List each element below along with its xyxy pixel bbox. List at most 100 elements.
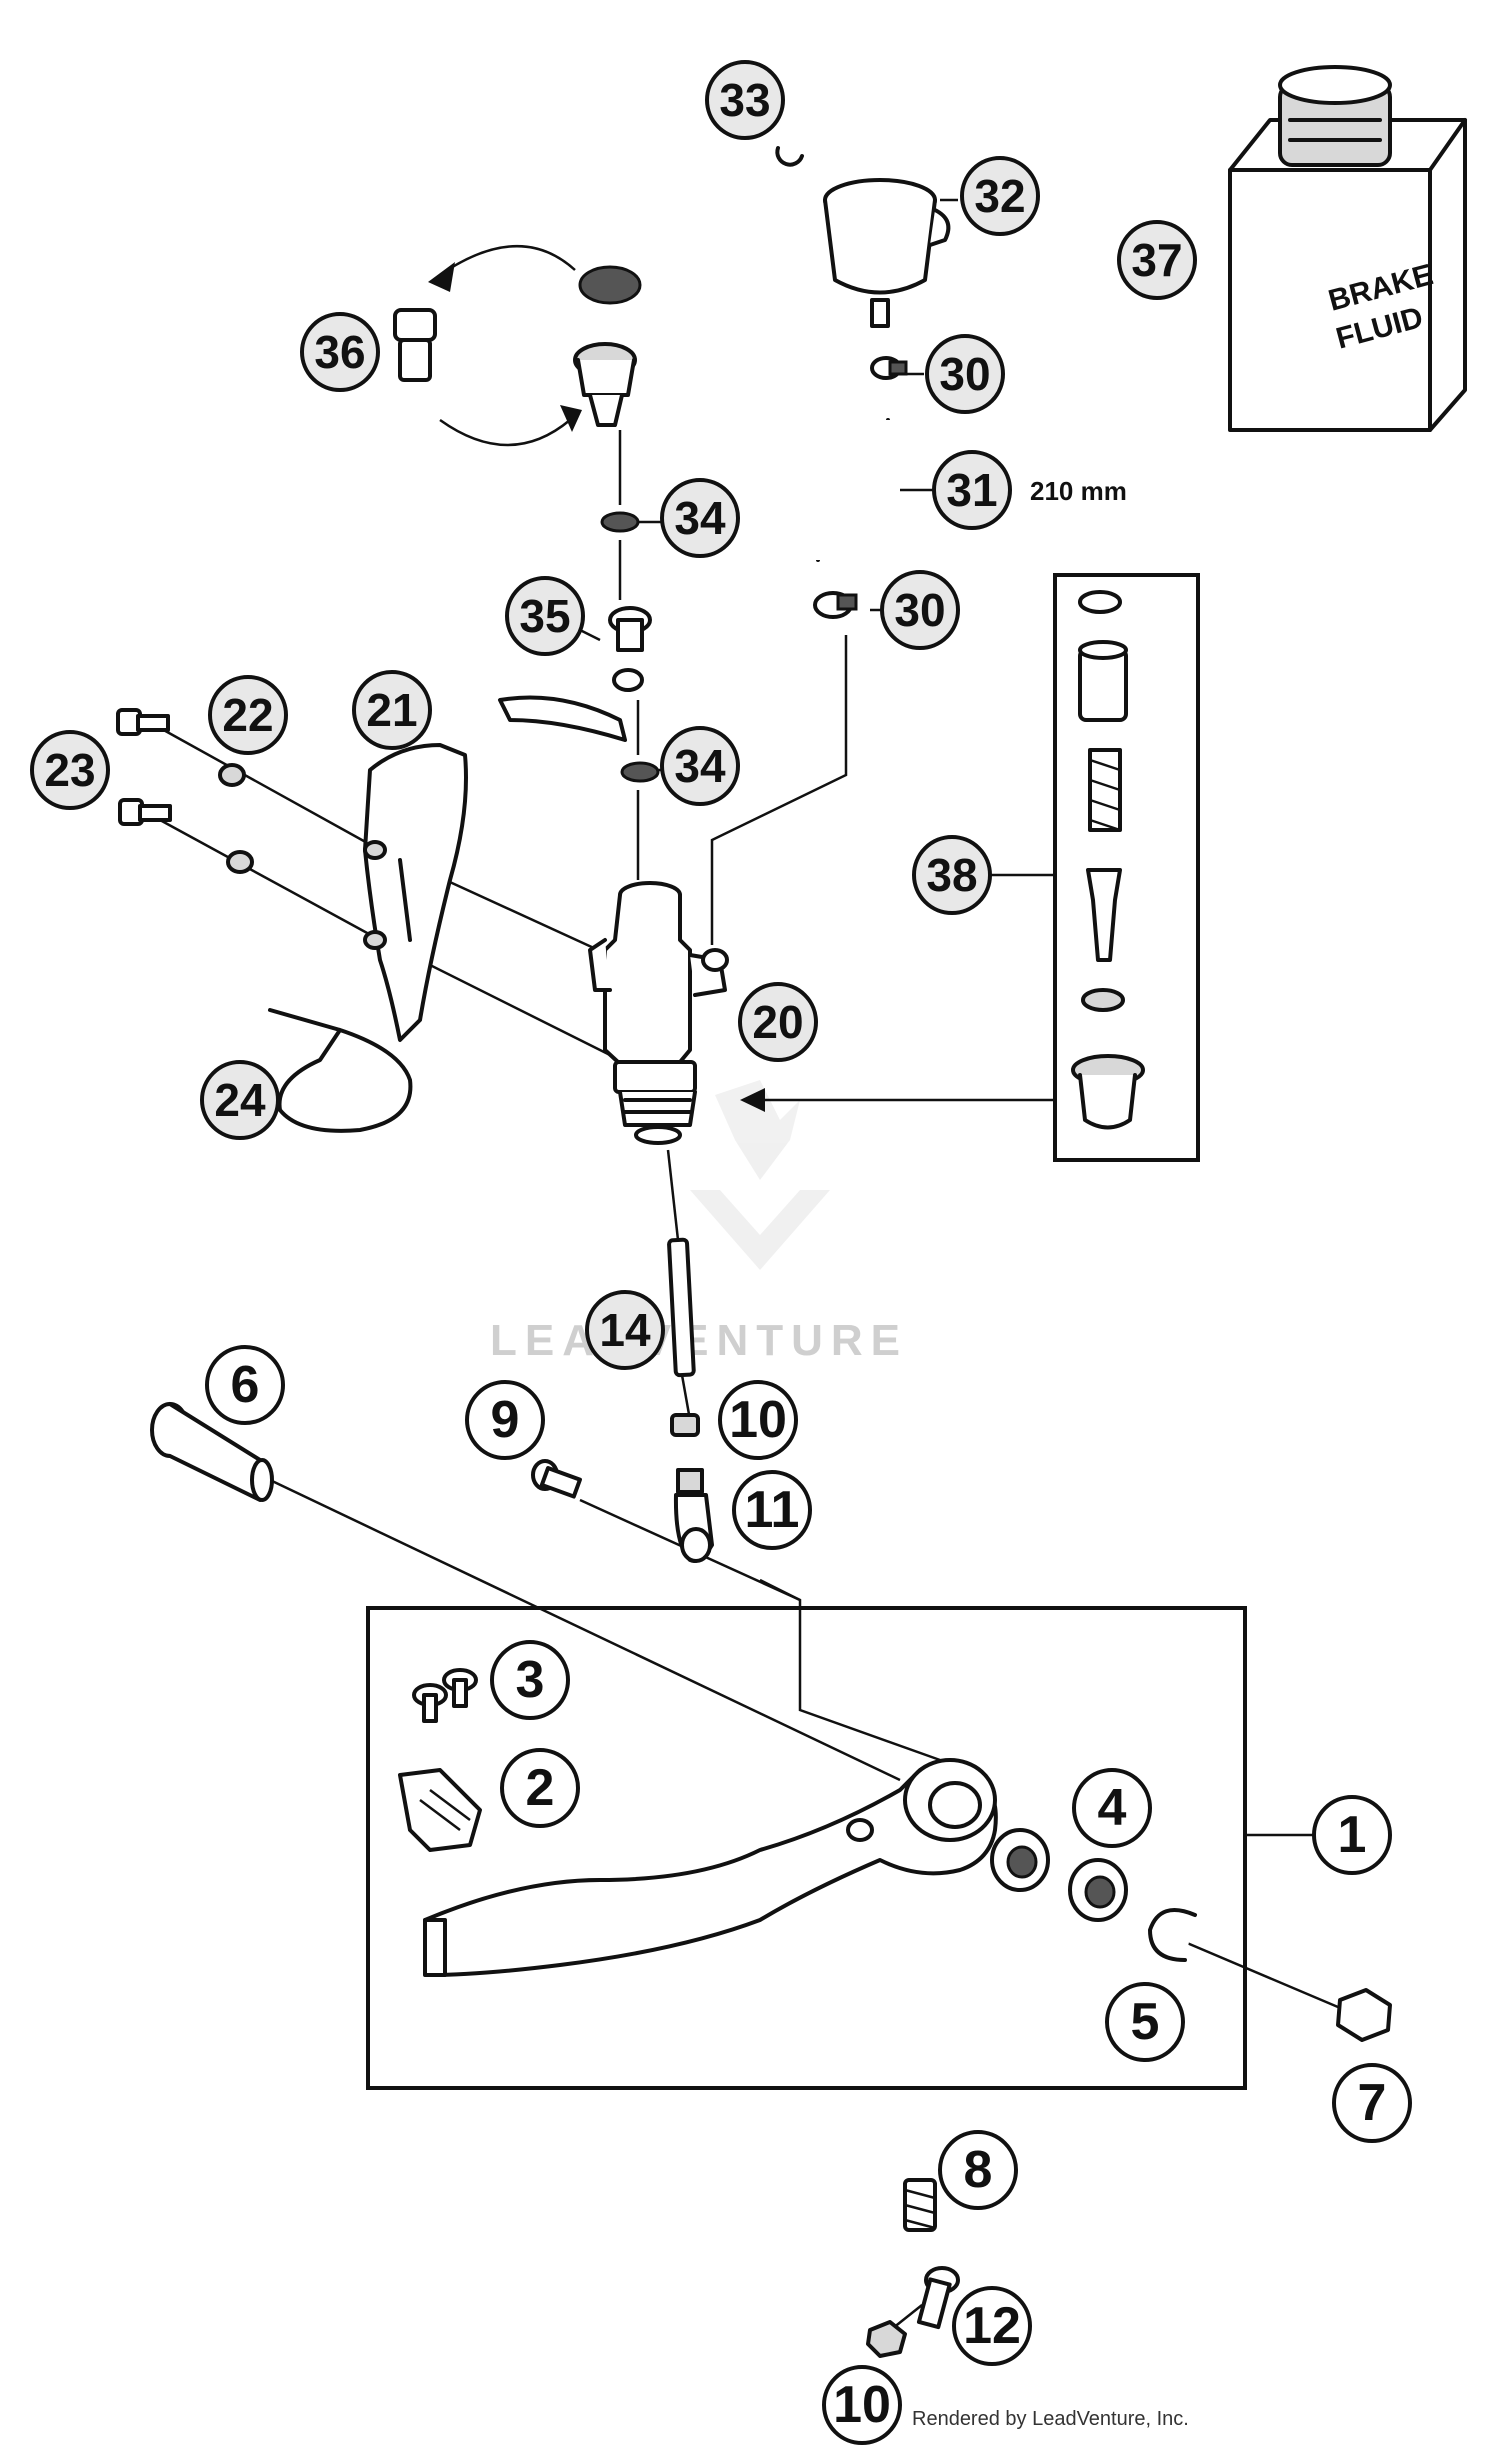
bolt-23-bottom: [118, 798, 172, 826]
svg-text:12: 12: [963, 2297, 1021, 2355]
svg-text:37: 37: [1131, 234, 1182, 286]
svg-text:8: 8: [964, 2141, 993, 2199]
callout-8: 8: [938, 2130, 1018, 2210]
callout-12: 12: [952, 2286, 1032, 2366]
bolt-12: [916, 2266, 960, 2330]
seal-34-top: [600, 511, 640, 533]
reservoir-cap: [573, 265, 642, 427]
svg-text:1: 1: [1338, 1806, 1367, 1864]
svg-text:9: 9: [491, 1391, 520, 1449]
bolt-23-top: [116, 708, 170, 736]
svg-text:23: 23: [44, 744, 95, 796]
svg-text:22: 22: [222, 689, 273, 741]
bolt-9: [531, 1459, 582, 1499]
bearing-4a: [990, 1828, 1050, 1892]
svg-text:6: 6: [231, 1356, 260, 1414]
washer-22-top: [218, 763, 246, 787]
cable-tie-24: [268, 1008, 413, 1133]
master-cylinder-20: [588, 881, 729, 1145]
svg-text:34: 34: [674, 740, 726, 792]
clevis-11: [673, 1468, 714, 1563]
callout-6: 6: [205, 1345, 285, 1425]
callout-22: 22: [208, 675, 288, 755]
watermark-text: LEADVENTURE: [490, 1316, 908, 1365]
svg-text:32: 32: [974, 170, 1025, 222]
nut-10-lower: [866, 2320, 907, 2358]
svg-text:14: 14: [599, 1304, 651, 1356]
seal-34-lower: [620, 761, 660, 783]
svg-text:33: 33: [719, 74, 770, 126]
hose-clamp-30-lower: [813, 591, 858, 619]
arrow-head: [740, 1088, 765, 1112]
svg-text:3: 3: [516, 1651, 545, 1709]
screws-3: [412, 1668, 478, 1723]
repair-kit-38: [1071, 590, 1145, 1130]
hose-clamp-30-top: [870, 356, 908, 380]
svg-text:7: 7: [1358, 2074, 1387, 2132]
hose-length-label: 210 mm: [1030, 476, 1127, 506]
svg-text:30: 30: [894, 584, 945, 636]
callout-24: 24: [200, 1060, 280, 1140]
pivot-bolt-6: [150, 1402, 274, 1502]
callout-32: 32: [960, 156, 1040, 236]
circlip-33: [775, 146, 804, 167]
callout-2: 2: [500, 1748, 580, 1828]
callout-35: 35: [505, 576, 585, 656]
svg-text:24: 24: [214, 1074, 266, 1126]
callout-20: 20: [738, 982, 818, 1062]
rotation-arrows: [428, 244, 582, 447]
svg-text:31: 31: [946, 464, 997, 516]
spring-8: [903, 2178, 937, 2232]
svg-text:30: 30: [939, 348, 990, 400]
callout-3: 3: [490, 1640, 570, 1720]
svg-text:34: 34: [674, 492, 726, 544]
callout-5: 5: [1105, 1982, 1185, 2062]
callout-36: 36: [300, 312, 380, 392]
callout-38: 38: [912, 835, 992, 915]
bearing-4b: [1068, 1858, 1128, 1922]
heel-guard-21: [363, 743, 468, 1042]
svg-text:21: 21: [366, 684, 417, 736]
callout-10-lower: 10: [822, 2365, 902, 2445]
callout-33: 33: [705, 60, 785, 140]
callout-30-top: 30: [925, 334, 1005, 414]
svg-text:10: 10: [729, 1391, 787, 1449]
brake-pedal-1: [423, 1758, 998, 1977]
washer-22-bottom: [226, 850, 254, 874]
pedal-tip-2: [398, 1768, 482, 1852]
callout-34-lower: 34: [660, 726, 740, 806]
nut-10-upper: [670, 1413, 700, 1437]
callout-4: 4: [1072, 1768, 1152, 1848]
callout-23: 23: [30, 730, 110, 810]
svg-text:11: 11: [745, 1481, 800, 1539]
callout-9: 9: [465, 1380, 545, 1460]
callout-1: 1: [1312, 1795, 1392, 1875]
brake-fluid-can-37: BRAKE FLUID: [1228, 65, 1467, 432]
svg-text:4: 4: [1098, 1779, 1127, 1837]
callout-31: 31: [932, 450, 1012, 530]
callout-14: 14: [585, 1290, 665, 1370]
adapter-35: [498, 606, 652, 742]
svg-text:2: 2: [526, 1759, 555, 1817]
watermark-logo: [690, 1080, 830, 1270]
render-credit: Rendered by LeadVenture, Inc.: [912, 2408, 1189, 2430]
callout-11: 11: [732, 1470, 812, 1550]
pedal-assembly-frame: [366, 1606, 1247, 2090]
kit-38-frame: [1053, 573, 1200, 1162]
svg-text:5: 5: [1131, 1993, 1160, 2051]
callout-21: 21: [352, 670, 432, 750]
svg-text:38: 38: [926, 849, 977, 901]
callout-30-lower: 30: [880, 570, 960, 650]
reservoir-32: [823, 178, 951, 328]
callout-37: 37: [1117, 220, 1197, 300]
svg-text:10: 10: [833, 2376, 891, 2434]
circlip-5: [1148, 1908, 1197, 1962]
callout-34-top: 34: [660, 478, 740, 558]
svg-text:35: 35: [519, 590, 570, 642]
hose-31: [807, 418, 899, 562]
callout-7: 7: [1332, 2063, 1412, 2143]
nut-7: [1336, 1988, 1392, 2042]
callout-10-upper: 10: [718, 1380, 798, 1460]
